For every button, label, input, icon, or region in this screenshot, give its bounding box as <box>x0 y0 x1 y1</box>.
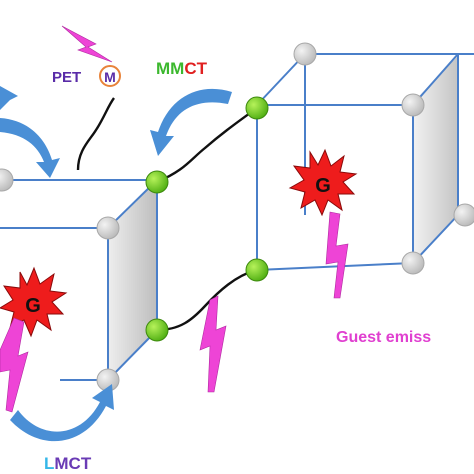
node-gray <box>0 168 14 192</box>
mmct-arrow <box>150 88 232 156</box>
left-cube-side-panel <box>108 180 157 380</box>
node-gray <box>96 216 120 240</box>
guest-label-left: G <box>25 295 41 317</box>
lmct-arrow <box>10 384 114 442</box>
metal-label: M <box>104 69 116 85</box>
lightning-icon-center <box>199 295 227 393</box>
node-green <box>245 258 269 282</box>
lightning-icon-pet <box>61 25 113 63</box>
linker-top <box>156 107 258 184</box>
node-gray <box>401 251 425 275</box>
left-curve-arrow <box>0 118 60 178</box>
lightning-bolts <box>0 25 349 413</box>
guest-emission-label: Guest emiss <box>336 329 431 346</box>
node-gray <box>293 42 317 66</box>
guest-label-right: G <box>315 175 331 197</box>
linker-bottom <box>156 268 258 332</box>
right-cube-side-panel <box>413 56 458 263</box>
lmct-l: L <box>44 454 54 473</box>
guest-burst-right: G <box>288 148 358 217</box>
left-edge-arrow <box>0 86 18 110</box>
pet-linker <box>76 97 115 171</box>
lmct-label: LMCT <box>44 454 92 473</box>
burst-icon <box>288 148 358 217</box>
node-green <box>145 318 169 342</box>
gray-nodes <box>0 42 474 392</box>
mmct-label: MMCT <box>156 59 208 78</box>
linker-curves <box>76 97 258 332</box>
node-green <box>245 96 269 120</box>
pet-label: PET <box>52 69 81 86</box>
node-green <box>145 170 169 194</box>
mmct-mm: MM <box>156 59 184 78</box>
lmct-mct: MCT <box>54 454 91 473</box>
lightning-icon-right <box>325 211 349 299</box>
guest-burst-left: G <box>0 266 68 338</box>
green-nodes <box>145 96 269 342</box>
node-gray <box>453 203 474 227</box>
node-gray <box>401 93 425 117</box>
mmct-ct: CT <box>184 59 207 78</box>
transfer-arrows <box>0 86 232 442</box>
lightning-icon-left <box>0 317 29 413</box>
metal-circle-icon <box>99 65 121 87</box>
